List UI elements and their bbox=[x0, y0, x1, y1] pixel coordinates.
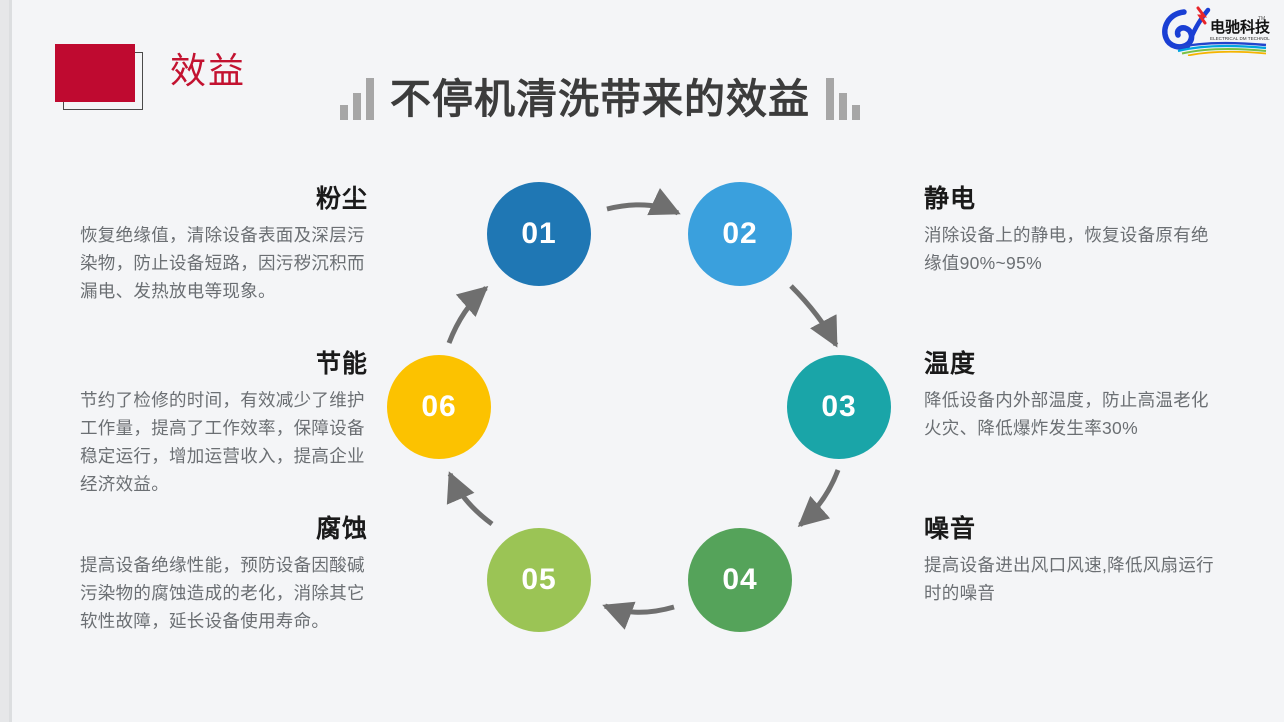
svg-text:ELECTRICAL DM TECHNOLOGY: ELECTRICAL DM TECHNOLOGY bbox=[1210, 36, 1270, 41]
benefit-body-static: 消除设备上的静电，恢复设备原有绝缘值90%~95% bbox=[924, 225, 1209, 273]
company-logo: 电驰科技 ELECTRICAL DM TECHNOLOGY TM bbox=[1154, 4, 1280, 57]
section-badge-label: 效益 bbox=[170, 50, 247, 91]
benefit-block-dust: 粉尘 恢复绝缘值，清除设备表面及深层污染物，防止设备短路，因污秽沉积而漏电、发热… bbox=[80, 183, 370, 305]
benefit-title-temperature: 温度 bbox=[924, 350, 977, 378]
benefit-title-corrosion: 腐蚀 bbox=[315, 515, 368, 543]
benefit-title-noise: 噪音 bbox=[924, 515, 977, 543]
benefit-title-energy-saving: 节能 bbox=[315, 350, 368, 378]
benefit-title-static: 静电 bbox=[924, 185, 977, 213]
benefit-block-noise: 噪音 提高设备进出风口风速,降低风扇运行时的噪音 bbox=[924, 513, 1224, 607]
left-edge-strip bbox=[0, 0, 9, 722]
benefit-title-dust: 粉尘 bbox=[315, 185, 368, 213]
benefit-body-dust: 恢复绝缘值，清除设备表面及深层污染物，防止设备短路，因污秽沉积而漏电、发热放电等… bbox=[80, 225, 365, 301]
benefit-block-energy-saving: 节能 节约了检修的时间，有效减少了维护工作量，提高了工作效率，保障设备稳定运行，… bbox=[80, 348, 370, 498]
benefit-block-temperature: 温度 降低设备内外部温度，防止高温老化火灾、降低爆炸发生率30% bbox=[924, 348, 1224, 442]
cycle-node-01[interactable]: 01 bbox=[487, 182, 591, 286]
svg-text:电驰科技: 电驰科技 bbox=[1210, 18, 1270, 36]
slide-title-group: 不停机清洗带来的效益 bbox=[340, 68, 860, 124]
cycle-node-05[interactable]: 05 bbox=[487, 528, 591, 632]
bar-chart-decor-left-icon bbox=[340, 76, 374, 120]
cycle-node-04[interactable]: 04 bbox=[688, 528, 792, 632]
page-title: 不停机清洗带来的效益 bbox=[390, 76, 810, 122]
left-edge-strip-inner bbox=[9, 0, 12, 722]
benefit-body-corrosion: 提高设备绝缘性能，预防设备因酸碱污染物的腐蚀造成的老化，消除其它软性故障，延长设… bbox=[80, 555, 365, 631]
section-badge-fill bbox=[55, 44, 135, 102]
section-badge bbox=[55, 44, 143, 110]
benefit-body-energy-saving: 节约了检修的时间，有效减少了维护工作量，提高了工作效率，保障设备稳定运行，增加运… bbox=[80, 390, 365, 494]
bar-chart-decor-right-icon bbox=[826, 76, 860, 120]
cycle-node-02[interactable]: 02 bbox=[688, 182, 792, 286]
benefit-block-corrosion: 腐蚀 提高设备绝缘性能，预防设备因酸碱污染物的腐蚀造成的老化，消除其它软性故障，… bbox=[80, 513, 370, 635]
benefit-block-static: 静电 消除设备上的静电，恢复设备原有绝缘值90%~95% bbox=[924, 183, 1224, 277]
benefit-body-noise: 提高设备进出风口风速,降低风扇运行时的噪音 bbox=[924, 555, 1214, 603]
cycle-node-06[interactable]: 06 bbox=[387, 355, 491, 459]
cycle-node-03[interactable]: 03 bbox=[787, 355, 891, 459]
benefit-body-temperature: 降低设备内外部温度，防止高温老化火灾、降低爆炸发生率30% bbox=[924, 390, 1209, 438]
svg-text:TM: TM bbox=[1258, 16, 1265, 22]
